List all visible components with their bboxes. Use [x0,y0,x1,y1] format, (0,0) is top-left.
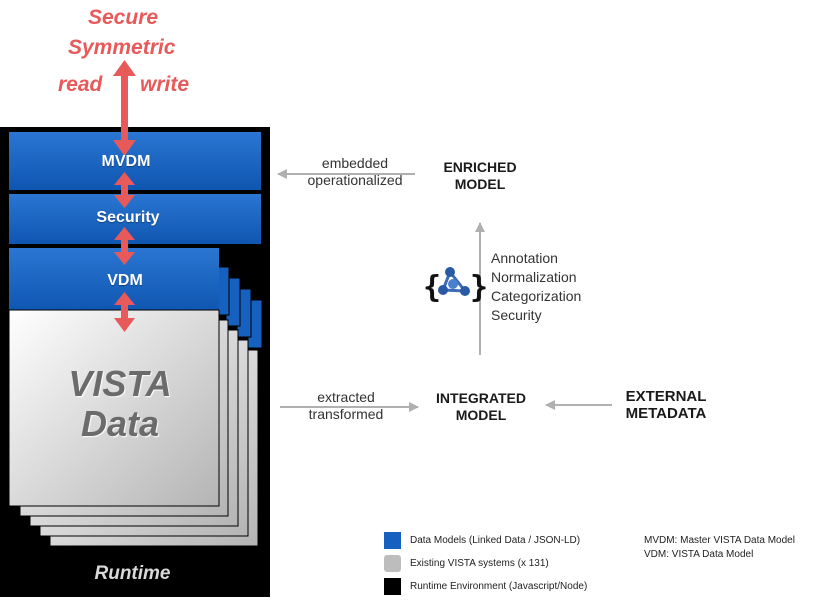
integrated-model-label: INTEGRATED MODEL [418,390,544,424]
external-line: EXTERNAL [625,388,707,405]
security-layer [9,194,261,244]
legend-swatch-existing-vista [384,555,401,572]
enriched-model-label: ENRICHED MODEL [420,159,540,193]
model-line: MODEL [454,176,506,192]
abbr-vdm: VDM: VISTA Data Model [644,549,754,560]
legend-swatch-data-models [384,532,401,549]
secure-label: Secure [88,6,159,29]
abbr-mvdm: MVDM: Master VISTA Data Model [644,535,795,546]
enriched-line: ENRICHED [443,159,517,175]
vista-data-card [8,309,220,507]
vista-data-title: VISTA Data [9,364,231,444]
read-write-arrow [113,60,136,156]
enrichment-steps: Annotation Normalization Categorization … [491,249,581,325]
legend-swatch-runtime [384,578,401,595]
model-line: MODEL [455,407,507,423]
vdm-vista-arrow [114,292,135,332]
operationalized-line: operationalized [307,172,403,188]
read-label: read [58,73,103,96]
step-normalization: Normalization [491,269,577,285]
symmetric-label: Symmetric [68,36,176,59]
legend-data-models: Data Models (Linked Data / JSON-LD) [410,535,581,546]
transformed-line: transformed [308,406,384,422]
security-vdm-arrow [114,227,135,265]
integrated-line: INTEGRATED [436,390,526,406]
external-metadata-label: EXTERNAL METADATA [612,388,720,422]
legend-existing-vista: Existing VISTA systems (x 131) [410,558,549,569]
vista-line: VISTA [68,363,172,404]
svg-text:}: } [470,270,488,305]
vdm-label: VDM [107,272,143,289]
security-label: Security [96,209,160,226]
embedded-line: embedded [321,155,389,171]
mvdm-label: MVDM [101,153,151,170]
write-label: write [140,73,190,96]
step-categorization: Categorization [491,288,582,304]
step-security: Security [491,307,542,323]
runtime-label: Runtime [94,563,171,584]
abbreviations: MVDM: Master VISTA Data Model VDM: VISTA… [644,534,795,562]
extracted-transformed-text: extracted transformed [288,389,404,423]
legend-runtime: Runtime Environment (Javascript/Node) [410,581,588,592]
extracted-line: extracted [317,389,375,405]
mvdm-layer [9,132,261,190]
embedded-operationalized-text: embedded operationalized [292,155,418,189]
data-line: Data [80,403,160,444]
step-annotation: Annotation [491,250,558,266]
vdm-layer [9,248,219,312]
svg-text:{: { [423,270,441,305]
json-ld-logo-icon: { } [423,267,488,305]
mvdm-security-arrow [114,172,135,208]
metadata-line: METADATA [625,405,707,422]
